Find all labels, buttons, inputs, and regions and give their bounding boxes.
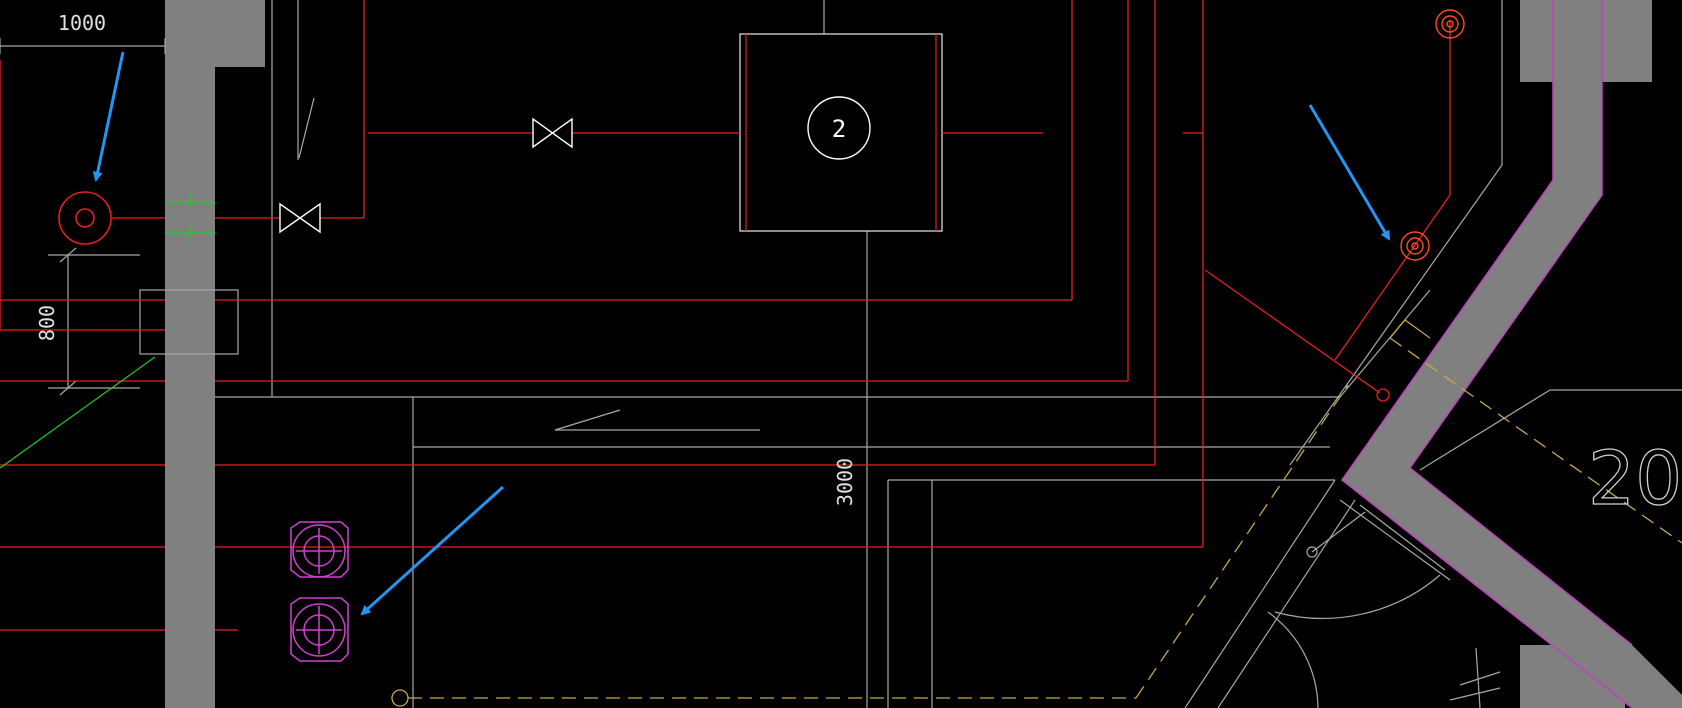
gate-valve-icon[interactable] [279, 202, 321, 234]
floor-drain-icon[interactable] [290, 597, 349, 662]
annotation-arrow-icon [360, 485, 505, 616]
dashed-lines [408, 337, 1682, 699]
floor-drain-icon[interactable] [290, 521, 349, 578]
pipe-riser-icon[interactable] [1400, 231, 1430, 261]
gate-valve-icon[interactable] [532, 117, 573, 149]
dimension-label-top: 1000 [58, 11, 106, 35]
annotation-arrows [92, 51, 1391, 616]
pipe-end-marker [391, 689, 409, 707]
pipe-riser-icon[interactable] [1435, 9, 1465, 39]
equipment-tag-label: 2 [832, 115, 846, 143]
equipment-tag-circle [807, 96, 871, 160]
dimension-800 [48, 247, 140, 396]
dimension-label-center: 3000 [833, 458, 857, 506]
dimension-label-left: 800 [35, 305, 59, 341]
red-pipes [0, 0, 1451, 631]
bracket-mark [1389, 319, 1431, 339]
green-lines [0, 193, 215, 469]
dimension-label-right: 200 [1588, 436, 1682, 522]
diagonal-wall-edge-magenta [1340, 0, 1633, 708]
annotation-arrow-icon [92, 51, 125, 182]
wall-opening [139, 289, 239, 355]
diagonal-wall [1342, 0, 1682, 708]
annotation-arrow-icon [1308, 104, 1391, 241]
pipe-riser-icon[interactable] [58, 191, 112, 245]
